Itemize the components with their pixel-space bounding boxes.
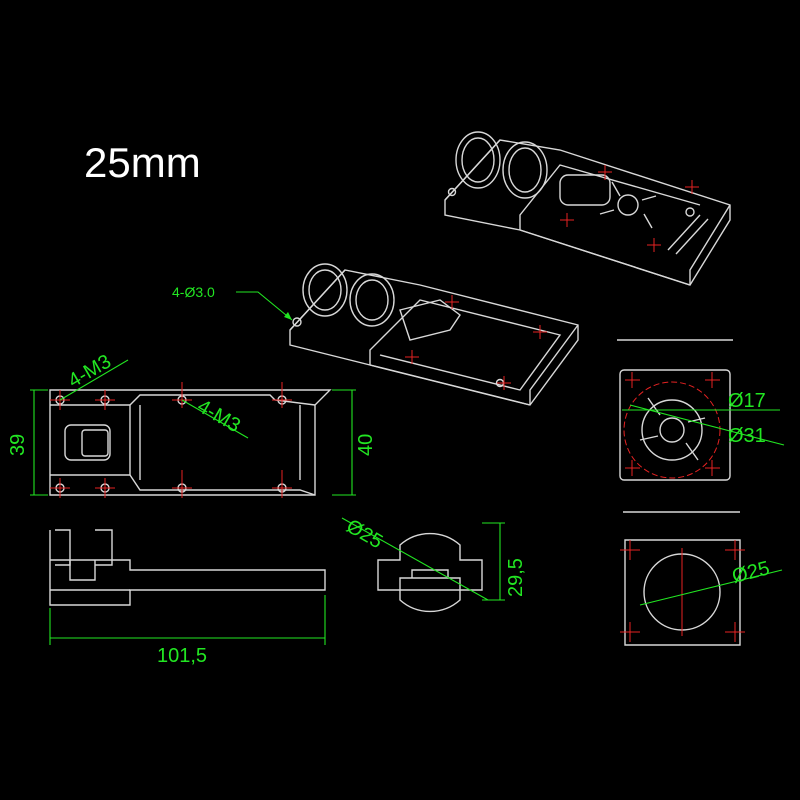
dim-39: 39 — [7, 434, 29, 456]
clamp-view: Ø25 29,5 — [341, 515, 527, 613]
dim-29-5: 29,5 — [505, 558, 527, 597]
thread-callout-left: 4-M3 — [65, 350, 115, 392]
dim-40: 40 — [355, 434, 377, 456]
dim-motor-17: Ø17 — [728, 390, 766, 412]
plan-view — [49, 382, 332, 498]
motor-view-top: Ø17 Ø31 — [617, 339, 785, 481]
dim-motor-25: Ø25 — [730, 557, 772, 587]
hole-callout: 4-Ø3.0 — [172, 284, 293, 321]
isometric-view-middle — [289, 263, 579, 406]
hole-callout-text: 4-Ø3.0 — [172, 284, 215, 300]
side-view: 101,5 — [49, 529, 326, 667]
motor-view-bottom: Ø25 — [620, 511, 783, 646]
dim-clamp-diameter: Ø25 — [343, 515, 387, 553]
isometric-view-top — [444, 131, 731, 286]
dim-101-5: 101,5 — [157, 645, 207, 667]
title: 25mm — [84, 139, 201, 186]
dim-motor-31: Ø31 — [728, 425, 766, 447]
thread-callout-right: 4-M3 — [194, 395, 244, 437]
plan-dimensions: 39 40 4-M3 4-M3 — [7, 350, 377, 496]
